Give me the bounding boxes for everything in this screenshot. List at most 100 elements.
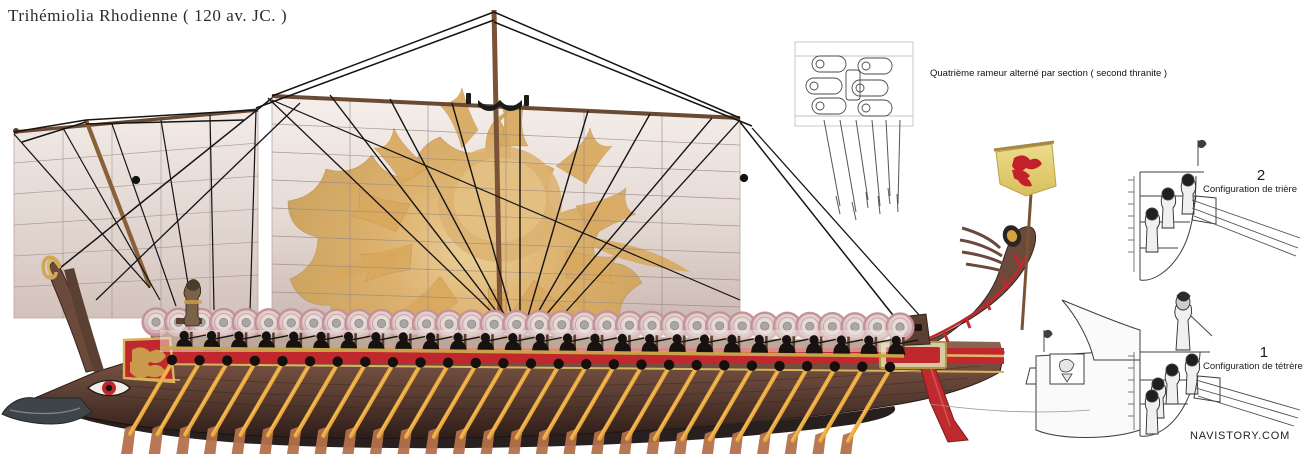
- rower: [367, 332, 398, 352]
- oar: [314, 361, 368, 454]
- oar-port: [691, 359, 702, 371]
- rower: [641, 333, 672, 354]
- oar-port: [360, 356, 371, 368]
- oar-port: [581, 358, 592, 370]
- config-tetrere-label: 1 Configuration de tétrère: [1203, 345, 1303, 372]
- rower: [477, 332, 508, 353]
- oar-port: [884, 361, 896, 373]
- stern-group: [879, 140, 1057, 443]
- oar: [452, 363, 506, 454]
- bow-group: [1, 255, 181, 425]
- oar: [231, 360, 285, 454]
- rower: [449, 332, 480, 352]
- rower: [176, 330, 207, 350]
- oar-port: [249, 355, 261, 367]
- oar-port: [608, 359, 620, 370]
- triere-section: [1128, 139, 1301, 281]
- rower: [805, 335, 836, 355]
- rower: [422, 332, 453, 352]
- oar-port: [166, 354, 178, 366]
- oar-port: [746, 360, 758, 371]
- rower: [203, 330, 234, 351]
- oar: [563, 364, 616, 454]
- oar-port: [498, 358, 509, 369]
- oar-port: [194, 355, 205, 366]
- rower: [751, 334, 782, 355]
- oar: [646, 365, 699, 454]
- oar-port: [222, 355, 233, 366]
- oar-port: [663, 359, 675, 371]
- rower: [258, 331, 289, 351]
- oar: [840, 366, 893, 454]
- oar-port: [415, 357, 426, 368]
- shield: [254, 308, 284, 338]
- oar: [784, 366, 837, 454]
- rower: [778, 334, 809, 355]
- mainmast: [491, 9, 503, 317]
- oar: [535, 363, 589, 454]
- stempost-volute: [41, 255, 62, 280]
- foresail-group: [13, 108, 259, 319]
- fore-yard: [13, 108, 259, 134]
- oar-port: [774, 360, 785, 372]
- oar-port: [470, 357, 481, 369]
- oar-port: [387, 356, 399, 368]
- oar-port: [801, 360, 813, 372]
- rower: [668, 334, 700, 354]
- oar: [618, 364, 672, 454]
- rower: [723, 334, 754, 354]
- oar: [259, 361, 313, 454]
- officer-figure: [1174, 291, 1213, 351]
- bow-eye: [86, 379, 131, 397]
- shield: [299, 308, 329, 338]
- rower: [559, 333, 590, 353]
- rose-of-rhodes-emblem: [1012, 155, 1042, 187]
- config-tetrere-caption: Configuration de tétrère: [1203, 360, 1303, 372]
- oar-port: [553, 358, 564, 369]
- mainsail-group: [271, 9, 741, 317]
- rower: [285, 331, 316, 351]
- config-triere-caption: Configuration de trière: [1203, 183, 1297, 195]
- rower: [586, 333, 617, 353]
- foremast: [84, 119, 152, 288]
- oar: [397, 362, 451, 454]
- marine-figure: [176, 279, 202, 327]
- rower: [312, 331, 344, 351]
- oar: [508, 363, 561, 454]
- oar-port: [829, 361, 840, 372]
- oar: [591, 364, 644, 454]
- rower-gallery: [159, 330, 919, 358]
- rigging: [13, 11, 921, 325]
- oar: [203, 360, 257, 454]
- oarsman-note-label: Quatrième rameur alterné par section ( s…: [930, 68, 1168, 79]
- oar: [757, 366, 810, 454]
- rower: [504, 333, 535, 353]
- oar-ports: [166, 354, 896, 373]
- oar-port: [442, 357, 454, 368]
- oar-port: [277, 355, 288, 367]
- oar-port: [636, 359, 647, 370]
- oar: [369, 362, 423, 454]
- config-triere-number: 2: [1256, 167, 1266, 184]
- config-triere-label: 2 Configuration de trière: [1203, 168, 1297, 195]
- oar-port: [857, 361, 868, 372]
- rower: [614, 333, 645, 354]
- oar: [674, 365, 727, 454]
- tetrere-section: [929, 291, 1301, 438]
- config-tetrere-number: 1: [1259, 344, 1269, 361]
- rower: [860, 335, 891, 355]
- oar: [286, 361, 340, 454]
- rower: [340, 331, 371, 352]
- oar-port: [719, 360, 730, 371]
- oar: [701, 365, 755, 454]
- rower: [696, 334, 727, 354]
- stern-banner: [993, 140, 1057, 197]
- oar: [342, 362, 396, 454]
- oar: [729, 365, 782, 454]
- ram-rostrum: [1, 397, 93, 425]
- oar: [176, 360, 230, 454]
- oar-port: [332, 356, 343, 367]
- oar: [812, 366, 865, 454]
